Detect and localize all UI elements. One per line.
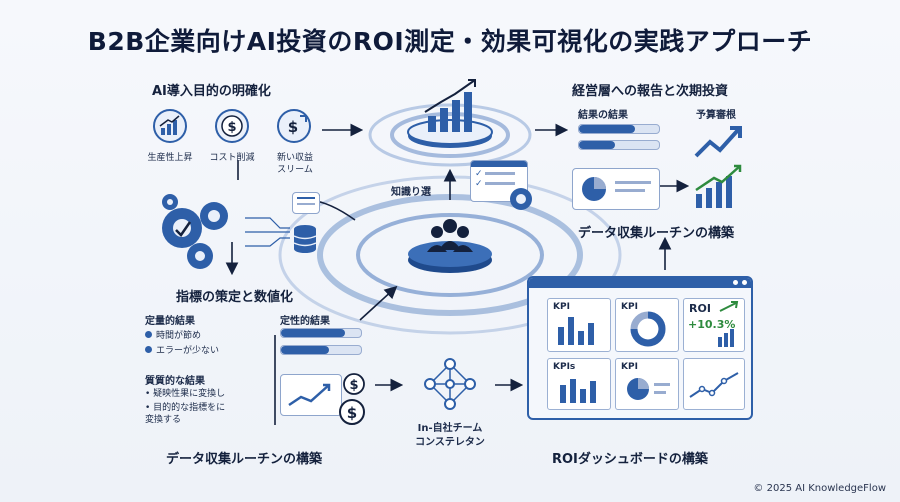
trend-chart-card: [280, 374, 342, 416]
revenue-stream-icon: $: [277, 109, 311, 143]
kpi-bar-chart: [558, 317, 594, 345]
purpose-item-revenue: 新い収益 スリーム: [276, 153, 313, 175]
network-icon: [424, 358, 476, 410]
quantitative-heading: 定量的結果: [145, 316, 195, 327]
trend-line-icon: [288, 383, 331, 407]
purpose-item-productivity: 生産性上昇: [147, 153, 193, 163]
qualitative-item-1: • 疑映性果に変換し: [145, 389, 226, 399]
kpi-tile-line: [683, 358, 745, 410]
team-label: In-自社チーム コンステレタン: [415, 423, 485, 448]
database-icon: [293, 225, 317, 253]
reporting-heading: 経営層への報告と次期投資: [572, 84, 729, 99]
dashboard-heading: ROIダッシュボードの構築: [552, 452, 708, 467]
quantitative-item-error: エラーが少ない: [145, 345, 219, 357]
dollar-coin-icon: $: [343, 373, 365, 395]
qualitative-bars-heading: 定性的結果: [280, 316, 330, 327]
budget-label: 予算審根: [696, 110, 736, 121]
kpis-bar-chart: [560, 379, 596, 403]
investment-bar-chart-icon: [695, 164, 742, 208]
dashboard-titlebar: [529, 278, 751, 288]
pie-chart-icon: [582, 177, 606, 201]
team-icon: [408, 219, 492, 273]
qualitative-bar-1: [280, 328, 362, 338]
copyright-footer: © 2025 AI KnowledgeFlow: [753, 483, 886, 494]
quantitative-item-time: 時間が節め: [145, 330, 201, 342]
arrow-indicators-to-center: [359, 285, 398, 321]
purpose-item-cost: コスト削減: [209, 153, 255, 163]
kpis-tile: KPIs: [547, 358, 611, 410]
knowledge-label: 知識り選: [391, 187, 431, 198]
svg-text:$: $: [349, 378, 358, 393]
results-label: 結果の結果: [578, 110, 628, 121]
gears-icon: [162, 194, 228, 269]
results-bar-1: [578, 124, 660, 134]
pie-report-card: [572, 168, 660, 210]
gear-connectors: [245, 217, 290, 247]
routine-label: データ収集ルーチンの構築: [578, 226, 735, 241]
purpose-heading: AI導入目的の明確化: [152, 84, 271, 99]
productivity-chart-icon: [153, 109, 187, 143]
svg-text:$: $: [347, 404, 357, 422]
qualitative-heading: 質質的な結果: [145, 376, 205, 387]
kpi-tile-donut: KPI: [615, 298, 679, 352]
page-title: B2B企業向けAI投資のROI測定・効果可視化の実践アプローチ: [87, 27, 813, 56]
indicators-heading: 指標の策定と数値化: [176, 290, 294, 305]
roi-value: +10.3%: [688, 318, 736, 331]
settings-gear-icon: [510, 188, 532, 210]
kpi-donut-chart: [630, 311, 666, 347]
roi-dashboard: KPI KPI ROI +10.3% KPIs: [527, 276, 753, 420]
roi-trend-chart: [718, 301, 739, 347]
kpi-tile-pie: KPI: [615, 358, 679, 410]
svg-text:$: $: [227, 120, 236, 135]
roi-tile: ROI +10.3%: [683, 298, 745, 352]
doc-icon: [292, 192, 320, 214]
dollar-coin-large-icon: $: [339, 399, 365, 425]
svg-text:$: $: [288, 118, 298, 136]
budget-trend-icon: [694, 126, 742, 158]
kpi-tile-bars: KPI: [547, 298, 611, 352]
data-routine-bottom-heading: データ収集ルーチンの構築: [166, 452, 323, 467]
results-bar-2: [578, 140, 660, 150]
qualitative-bar-2: [280, 345, 362, 355]
top-rings: [368, 103, 532, 167]
kpi-pie-chart: [627, 378, 670, 400]
cost-reduction-icon: $: [215, 109, 249, 143]
qualitative-item-2: • 目的的な指標をに 変換する: [145, 403, 226, 425]
kpi-line-chart: [689, 372, 739, 398]
growth-chart-icon: [407, 79, 493, 148]
